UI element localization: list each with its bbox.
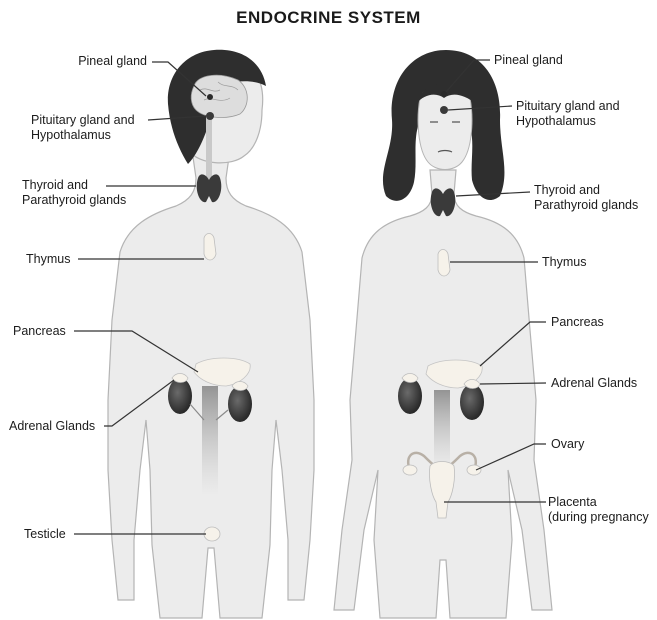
male-vessels <box>202 386 218 496</box>
label-male-adrenal: Adrenal Glands <box>9 419 95 434</box>
label-male-pituitary-2: Hypothalamus <box>31 128 111 143</box>
label-male-thymus: Thymus <box>26 252 70 267</box>
male-figure <box>108 50 314 618</box>
male-kidney-left <box>168 378 192 414</box>
label-female-thyroid-2: Parathyroid glands <box>534 198 638 213</box>
label-male-thyroid-1: Thyroid and <box>22 178 88 193</box>
female-figure <box>334 50 552 618</box>
female-ovary-right <box>467 465 481 475</box>
label-female-thyroid-1: Thyroid and <box>534 183 600 198</box>
label-female-adrenal: Adrenal Glands <box>551 376 637 391</box>
label-female-pituitary-2: Hypothalamus <box>516 114 596 129</box>
label-female-pituitary-1: Pituitary gland and <box>516 99 620 114</box>
female-kidney-right <box>460 384 484 420</box>
female-face <box>418 86 472 170</box>
label-male-pituitary-1: Pituitary gland and <box>31 113 135 128</box>
female-kidney-left <box>398 378 422 414</box>
label-female-placenta-2: (during pregnancy <box>548 510 649 525</box>
male-spinal-cord <box>206 116 212 186</box>
male-pituitary-dot <box>206 112 214 120</box>
male-kidney-right <box>228 386 252 422</box>
male-thymus <box>204 234 216 261</box>
male-brain <box>191 75 247 117</box>
diagram-title: ENDOCRINE SYSTEM <box>0 8 657 28</box>
male-testicle <box>204 527 220 541</box>
label-male-testicle: Testicle <box>24 527 66 542</box>
label-female-placenta-1: Placenta <box>548 495 597 510</box>
female-pituitary-dot <box>440 106 448 114</box>
label-male-pineal: Pineal gland <box>78 54 147 69</box>
label-male-pancreas: Pancreas <box>13 324 66 339</box>
label-male-thyroid-2: Parathyroid glands <box>22 193 126 208</box>
female-ovary-left <box>403 465 417 475</box>
label-female-ovary: Ovary <box>551 437 584 452</box>
female-thymus <box>438 250 450 277</box>
female-vessels <box>434 390 450 470</box>
label-female-pancreas: Pancreas <box>551 315 604 330</box>
male-pineal-dot <box>207 94 213 100</box>
label-female-thymus: Thymus <box>542 255 586 270</box>
label-female-pineal: Pineal gland <box>494 53 563 68</box>
